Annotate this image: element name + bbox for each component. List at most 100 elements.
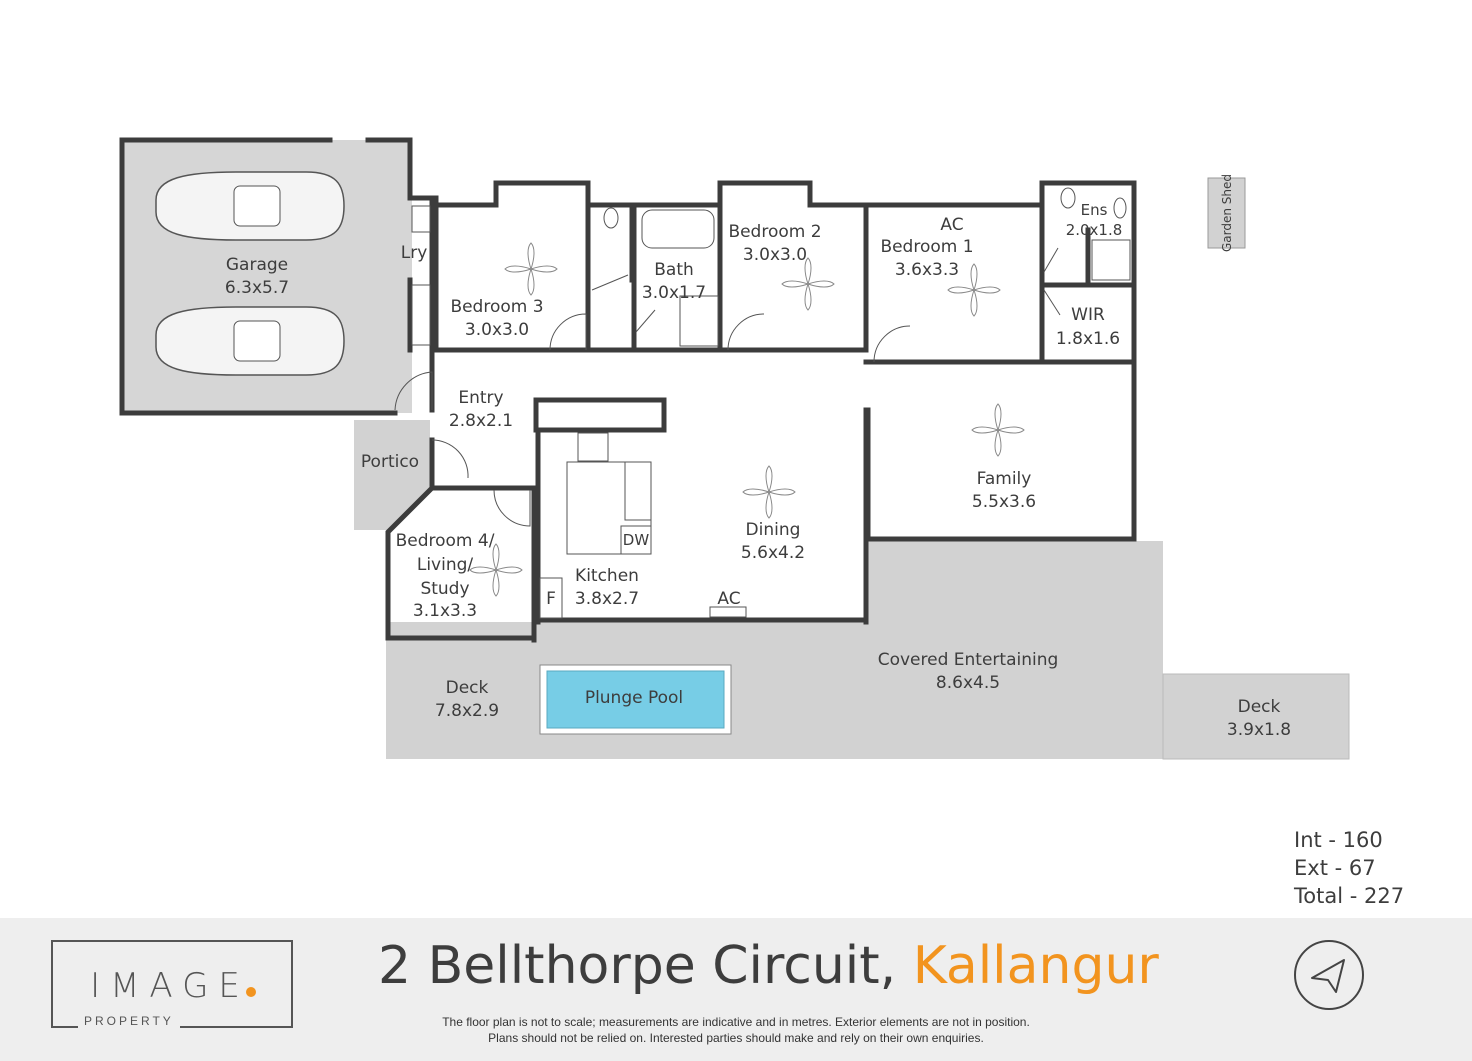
deck-label: Deck <box>446 678 489 698</box>
door-arc <box>549 313 587 351</box>
toilet <box>1060 187 1076 209</box>
dining-ac: AC <box>717 589 740 609</box>
laundry-label: Lry <box>401 243 428 263</box>
portico-label: Portico <box>361 452 419 472</box>
shower <box>679 295 719 347</box>
car-icon <box>155 171 345 241</box>
area-summary: Int - 160 Ext - 67 Total - 227 <box>1294 826 1434 910</box>
logo-subtitle: PROPERTY <box>78 1014 180 1028</box>
ceiling-fan-icon <box>469 543 523 597</box>
bedroom1-label: Bedroom 1 <box>880 237 973 257</box>
property-address: 2 Bellthorpe Circuit, Kallangur <box>378 936 1159 996</box>
bath-label: Bath <box>654 260 694 280</box>
disclaimer-line-2: Plans should not be relied on. Intereste… <box>488 1031 984 1045</box>
bath-size: 3.0x1.7 <box>642 283 706 303</box>
bedroom4-size: 3.1x3.3 <box>413 601 477 621</box>
garden-shed-box <box>1207 177 1246 249</box>
kitchen-label: Kitchen <box>575 566 639 586</box>
ceiling-fan-icon <box>781 257 835 311</box>
total-area: Total - 227 <box>1294 884 1405 908</box>
garage-size: 6.3x5.7 <box>225 278 289 298</box>
laundry-tub <box>411 205 431 233</box>
footer: IMAGE PROPERTY 2 Bellthorpe Circuit, Kal… <box>0 918 1472 1061</box>
door-arc <box>873 325 911 363</box>
entry-size: 2.8x2.1 <box>449 411 513 431</box>
ceiling-fan-icon <box>971 403 1025 457</box>
garage-label: Garage <box>226 255 288 275</box>
dining-size: 5.6x4.2 <box>741 543 805 563</box>
deck2-label: Deck <box>1238 697 1281 717</box>
entry-label: Entry <box>458 388 503 408</box>
toilet <box>603 207 619 229</box>
cooktop <box>577 432 609 462</box>
dishwasher-label: DW <box>623 531 650 549</box>
compass-arrow-icon <box>1311 959 1345 993</box>
dishwasher <box>620 525 652 555</box>
bedroom3-size: 3.0x3.0 <box>465 320 529 340</box>
bedroom4-label-2: Living/ <box>417 555 474 575</box>
fridge-label: F <box>546 589 556 609</box>
ac-unit <box>709 606 747 618</box>
ceiling-fan-icon <box>742 465 796 519</box>
car-icon <box>155 306 345 376</box>
bedroom4-wall <box>429 485 537 643</box>
bedroom3-wall <box>433 180 591 353</box>
kitchen-size: 3.8x2.7 <box>575 589 639 609</box>
plunge-pool-water <box>546 670 725 729</box>
door-arc <box>727 313 765 351</box>
basin <box>1113 197 1127 219</box>
external-area: Ext - 67 <box>1294 856 1376 880</box>
dining-label: Dining <box>746 520 801 540</box>
door-arc <box>493 489 531 527</box>
ceiling-fan-icon <box>504 242 558 296</box>
door-leaf <box>1043 247 1059 273</box>
kitchen-sink <box>624 461 652 521</box>
garage-wall <box>119 137 333 413</box>
family-label: Family <box>977 469 1032 489</box>
garden-shed-label: Garden Shed <box>1220 174 1234 252</box>
covered-entertaining-area <box>756 541 1163 759</box>
plunge-pool-label: Plunge Pool <box>585 688 683 708</box>
compass <box>1294 940 1364 1010</box>
bedroom4-label-1: Bedroom 4/ <box>396 531 495 551</box>
bedroom2-label: Bedroom 2 <box>728 222 821 242</box>
ensuite-label: Ens <box>1081 201 1108 219</box>
laundry-cabinet <box>411 284 431 346</box>
wir-size: 1.8x1.6 <box>1056 329 1120 349</box>
bedroom4-label-3: Study <box>420 579 469 599</box>
ensuite-shower <box>1091 239 1131 281</box>
door-leaf <box>1043 289 1061 316</box>
bedroom4-outer-wall <box>385 484 537 641</box>
bedroom2-wall <box>717 180 869 208</box>
wir-label: WIR <box>1071 305 1105 325</box>
bath-tub <box>641 209 715 249</box>
bedroom2-size: 3.0x3.0 <box>743 245 807 265</box>
floor-plan: Garage 6.3x5.7 Lry Bedroom 3 3.0x3.0 Bat… <box>119 137 1350 760</box>
family-size: 5.5x3.6 <box>972 492 1036 512</box>
internal-area: Int - 160 <box>1294 828 1383 852</box>
portico-area <box>354 420 430 530</box>
kitchen-wall <box>533 397 667 625</box>
covered-entertaining-label: Covered Entertaining <box>878 650 1059 670</box>
address-suburb: Kallangur <box>912 936 1159 996</box>
deck-2-area <box>1162 673 1350 760</box>
door-leaf <box>635 309 656 333</box>
bedroom1-ac: AC <box>940 215 963 235</box>
bedroom1-size: 3.6x3.3 <box>895 260 959 280</box>
bedroom3-label: Bedroom 3 <box>450 297 543 317</box>
ensuite-size: 2.0x1.8 <box>1066 221 1123 239</box>
garage-wall-right <box>407 137 499 208</box>
ceiling-fan-icon <box>947 263 1001 317</box>
deck2-size: 3.9x1.8 <box>1227 720 1291 740</box>
disclaimer-line-1: The floor plan is not to scale; measurem… <box>442 1015 1030 1029</box>
door-arc <box>431 439 469 479</box>
logo-dot <box>245 987 256 997</box>
fridge <box>539 577 563 619</box>
door-leaf <box>591 274 629 291</box>
address-street: 2 Bellthorpe Circuit, <box>378 936 913 996</box>
disclaimer: The floor plan is not to scale; measurem… <box>380 1014 1092 1046</box>
deck-size: 7.8x2.9 <box>435 701 499 721</box>
logo-word: IMAGE <box>90 966 250 1006</box>
covered-entertaining-size: 8.6x4.5 <box>936 673 1000 693</box>
door-arc <box>394 371 433 411</box>
